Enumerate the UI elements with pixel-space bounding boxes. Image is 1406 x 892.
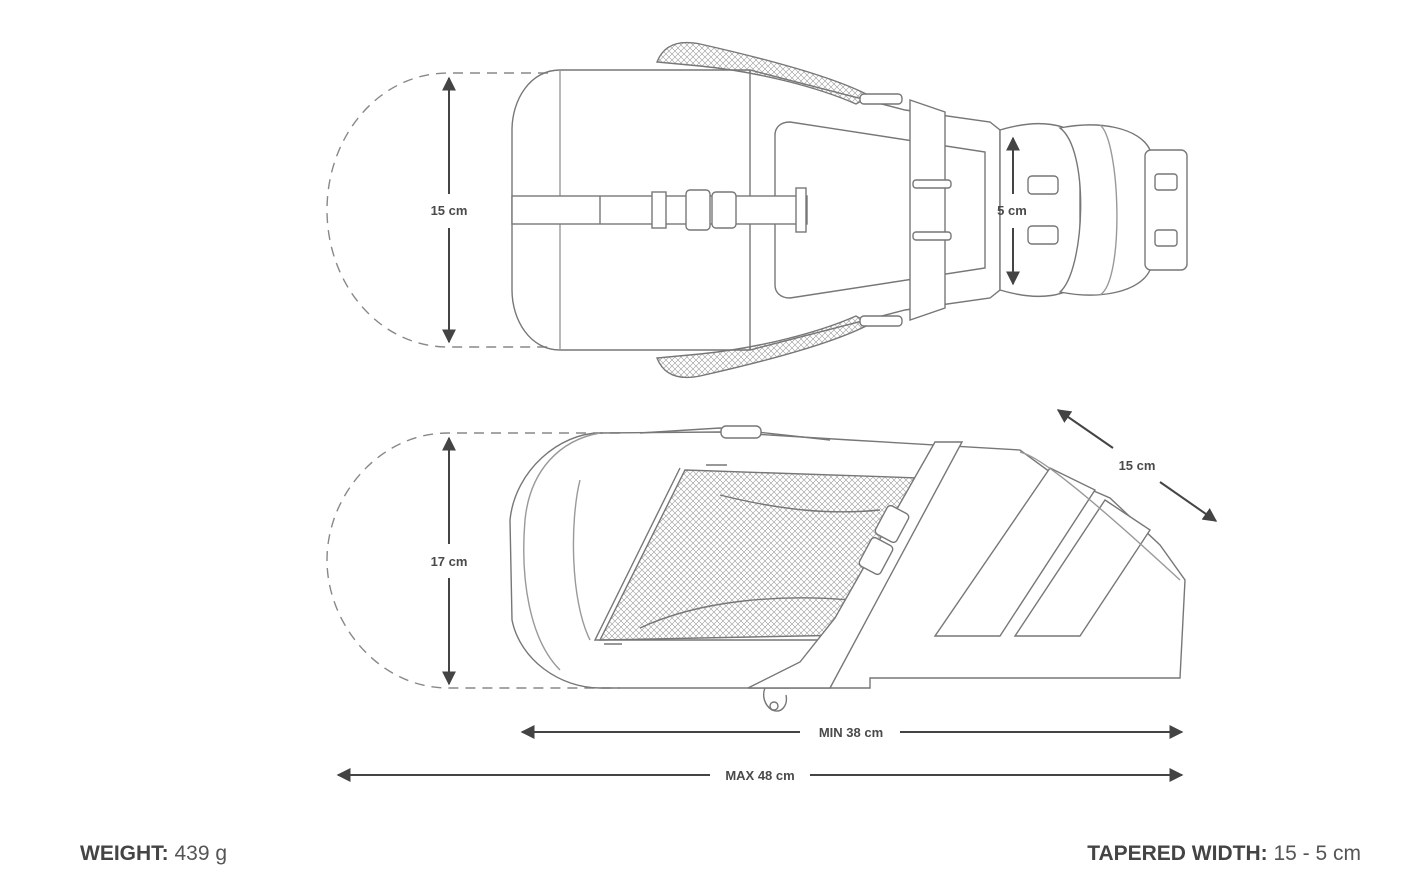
max-length-label: MAX 48 cm xyxy=(725,768,794,783)
weight-spec: WEIGHT: 439 g xyxy=(80,842,227,866)
diagonal-arrow-upper xyxy=(1056,409,1114,449)
side-view xyxy=(326,425,1186,712)
tapered-width-spec: TAPERED WIDTH: 15 - 5 cm xyxy=(1087,842,1361,866)
min-length-label: MIN 38 cm xyxy=(819,725,883,740)
side-roll-dashed-outline xyxy=(326,432,620,689)
tapered-width-value: 15 - 5 cm xyxy=(1273,842,1361,865)
side-buckle-icon xyxy=(874,504,910,544)
side-bag-body xyxy=(509,431,1186,689)
diagonal-label: 15 cm xyxy=(1119,458,1156,473)
top-width-label: 5 cm xyxy=(997,203,1027,218)
weight-label: WEIGHT: xyxy=(80,842,169,865)
top-bag-body xyxy=(511,69,1001,351)
diagonal-arrow-lower xyxy=(1159,481,1218,522)
top-view xyxy=(326,41,1188,379)
top-inner-panel xyxy=(774,121,986,299)
tapered-width-label: TAPERED WIDTH: xyxy=(1087,842,1268,865)
weight-value: 439 g xyxy=(174,842,228,865)
side-height-label: 17 cm xyxy=(431,554,468,569)
top-height-label: 15 cm xyxy=(431,203,468,218)
top-buckle-icon xyxy=(685,189,711,231)
